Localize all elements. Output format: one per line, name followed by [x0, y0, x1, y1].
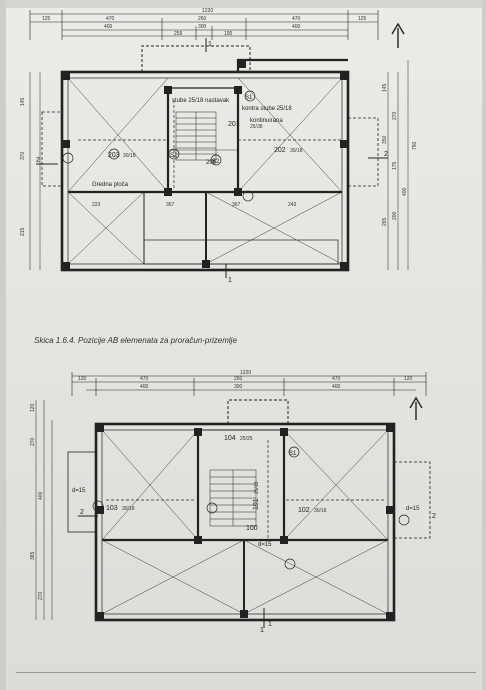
slab-size-104: 25/25 [240, 436, 253, 442]
thickness-mid: d=15 [258, 542, 272, 548]
slab-size-202: 30/18 [290, 148, 303, 154]
slab-size-102: 30/18 [314, 508, 327, 514]
ground-plan-labels: 1220 120 470 260 470 120 400 300 400 120… [30, 370, 436, 634]
slab-tag-100: 100 [246, 525, 258, 532]
bottom-dim-left-2: 270 [30, 437, 36, 446]
slab-tag-201: 201 [228, 121, 240, 128]
slab-tag-104: 104 [224, 435, 236, 442]
bottom-dim-left-1: 120 [30, 403, 36, 412]
slab-tag-203: 203 [108, 152, 120, 159]
top-dim-3: 260 [198, 16, 207, 22]
drawing-canvas: 1220 125 470 260 470 125 400 300 400 259… [20, 8, 436, 634]
top-dim-right-6: 400 [402, 187, 408, 196]
bottom-dim-row2-1: 400 [140, 384, 149, 390]
figure-caption: Skica 1.6.4. Pozicije AB elemenata za pr… [34, 336, 237, 345]
slab-size-203: 30/18 [123, 153, 136, 159]
top-dim-1: 125 [42, 16, 51, 22]
top-dim-left-2: 370 [20, 151, 26, 160]
top-dim-right-1: 145 [382, 83, 388, 92]
top-dim-5: 125 [358, 16, 367, 22]
ground-floor-plan [35, 372, 431, 628]
top-dim-right-2: 270 [392, 111, 398, 120]
bottom-dim-2: 470 [140, 376, 149, 382]
top-dim-bottom-1: 223 [92, 202, 101, 208]
slab-tag-102: 102 [298, 507, 310, 514]
page-top-edge [6, 0, 482, 8]
top-floor-plan [29, 10, 409, 278]
column-tag-s2-top: S2 [212, 159, 220, 165]
top-dim-bottom-3: 367 [232, 202, 241, 208]
top-section-mark-1b: 1 [228, 277, 232, 284]
scanned-page: 1220 125 470 260 470 125 400 300 400 259… [6, 0, 482, 690]
bottom-dim-1: 120 [78, 376, 87, 382]
top-dim-row2-3: 400 [292, 24, 301, 30]
top-dim-right-8: 200 [392, 211, 398, 220]
bottom-dim-row2-2: 300 [234, 384, 243, 390]
room-label-kontinuirana: kontinuirana [250, 118, 283, 124]
column-tag-s1-top: S1 [170, 153, 178, 159]
page-divider [16, 672, 476, 673]
top-dim-row2-2: 300 [198, 24, 207, 30]
top-dim-total: 1220 [202, 8, 213, 14]
bottom-dim-left-5: 270 [38, 591, 44, 600]
top-dim-right-4: 175 [392, 161, 398, 170]
top-dim-right-3: 350 [382, 135, 388, 144]
slab-tag-103: 103 [106, 505, 118, 512]
top-dim-left-1: 145 [20, 97, 26, 106]
bottom-dim-left-3: 400 [38, 491, 44, 500]
bottom-dim-3: 260 [234, 376, 243, 382]
column-tag-top: S1 [245, 95, 253, 101]
slab-size-201: 25/38 [250, 124, 263, 130]
bottom-dim-4: 470 [332, 376, 341, 382]
top-dim-right-7: 265 [382, 217, 388, 226]
bottom-section-mark-2b: 2 [432, 513, 436, 520]
top-dim-bottom-2: 367 [166, 202, 175, 208]
bottom-dim-row2-3: 400 [332, 384, 341, 390]
top-dim-2: 470 [106, 16, 115, 22]
top-section-mark-1a: 1 [208, 41, 212, 48]
room-label-gredna: Gredna ploča [92, 182, 129, 188]
slab-tag-206: 206 [206, 160, 217, 166]
thickness-right: d=15 [406, 506, 420, 512]
slab-size-103: 30/18 [122, 506, 135, 512]
top-dim-row2b-2: 100 [224, 31, 233, 37]
room-label-kontra: kontra stube 25/18 [242, 106, 292, 112]
slab-tag-202: 202 [274, 147, 286, 154]
bottom-section-mark-1a: 1 [260, 627, 264, 634]
bottom-dim-5: 120 [404, 376, 413, 382]
slab-size-101: 25/18 [254, 481, 260, 494]
top-dim-row2-1: 400 [104, 24, 113, 30]
top-dim-right-5: 750 [412, 141, 418, 150]
top-dim-4: 470 [292, 16, 301, 22]
top-plan-labels: 1220 125 470 260 470 125 400 300 400 259… [20, 8, 418, 284]
bottom-dim-left-4: 365 [30, 551, 36, 560]
bottom-section-mark-1b: 1 [268, 621, 272, 628]
top-dim-row2b-1: 259 [174, 31, 183, 37]
room-label-stairs: stube 25/18 nastavak [172, 98, 230, 104]
bottom-section-mark-2a: 2 [80, 509, 84, 516]
top-dim-bottom-4: 243 [288, 202, 297, 208]
bottom-dim-total: 1220 [240, 370, 251, 376]
column-tag-bottom: S1 [289, 451, 297, 457]
top-section-mark-2b: 2 [384, 151, 388, 158]
top-dim-left-3: 215 [20, 227, 26, 236]
slab-tag-101: 101 [253, 498, 260, 510]
top-section-mark-2a: 2 [36, 157, 40, 164]
thickness-left: d=15 [72, 488, 86, 494]
